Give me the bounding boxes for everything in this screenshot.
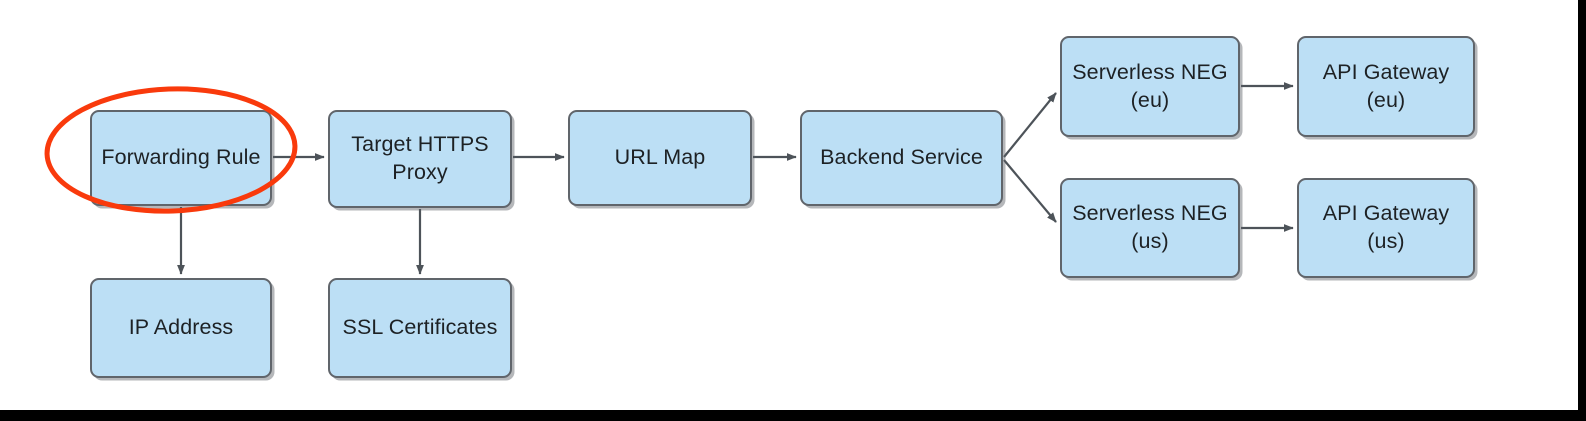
node-ip-address[interactable]: IP Address (90, 278, 272, 378)
node-url-map-label: URL Map (614, 145, 706, 170)
node-serverless-neg-eu-label: Serverless NEG (eu) (1072, 59, 1228, 112)
node-forwarding-rule[interactable]: Forwarding Rule (90, 110, 272, 206)
node-target-https-proxy[interactable]: Target HTTPS Proxy (328, 110, 512, 208)
edge-backend-service-to-serverless-neg-us (1003, 159, 1057, 223)
node-api-gateway-us-label: API Gateway (us) (1322, 201, 1450, 253)
node-serverless-neg-us-label: Serverless NEG (us) (1072, 201, 1228, 253)
node-ssl-certificates[interactable]: SSL Certificates (328, 278, 512, 378)
node-backend-service[interactable]: Backend Service (800, 110, 1003, 206)
node-serverless-neg-eu[interactable]: Serverless NEG (eu) (1060, 36, 1240, 137)
edge-backend-service-to-serverless-neg-eu (1003, 92, 1057, 158)
node-api-gateway-us[interactable]: API Gateway (us) (1297, 178, 1475, 278)
node-target-https-proxy-label: Target HTTPS Proxy (351, 132, 489, 184)
node-ssl-certificates-label: SSL Certificates (342, 315, 498, 340)
node-api-gateway-eu[interactable]: API Gateway (eu) (1297, 36, 1475, 137)
node-serverless-neg-us[interactable]: Serverless NEG (us) (1060, 178, 1240, 278)
node-api-gateway-eu-label: API Gateway (eu) (1322, 59, 1450, 112)
node-backend-service-label: Backend Service (820, 145, 983, 170)
node-ip-address-label: IP Address (128, 315, 234, 340)
node-url-map[interactable]: URL Map (568, 110, 752, 206)
node-forwarding-rule-label: Forwarding Rule (101, 145, 261, 170)
